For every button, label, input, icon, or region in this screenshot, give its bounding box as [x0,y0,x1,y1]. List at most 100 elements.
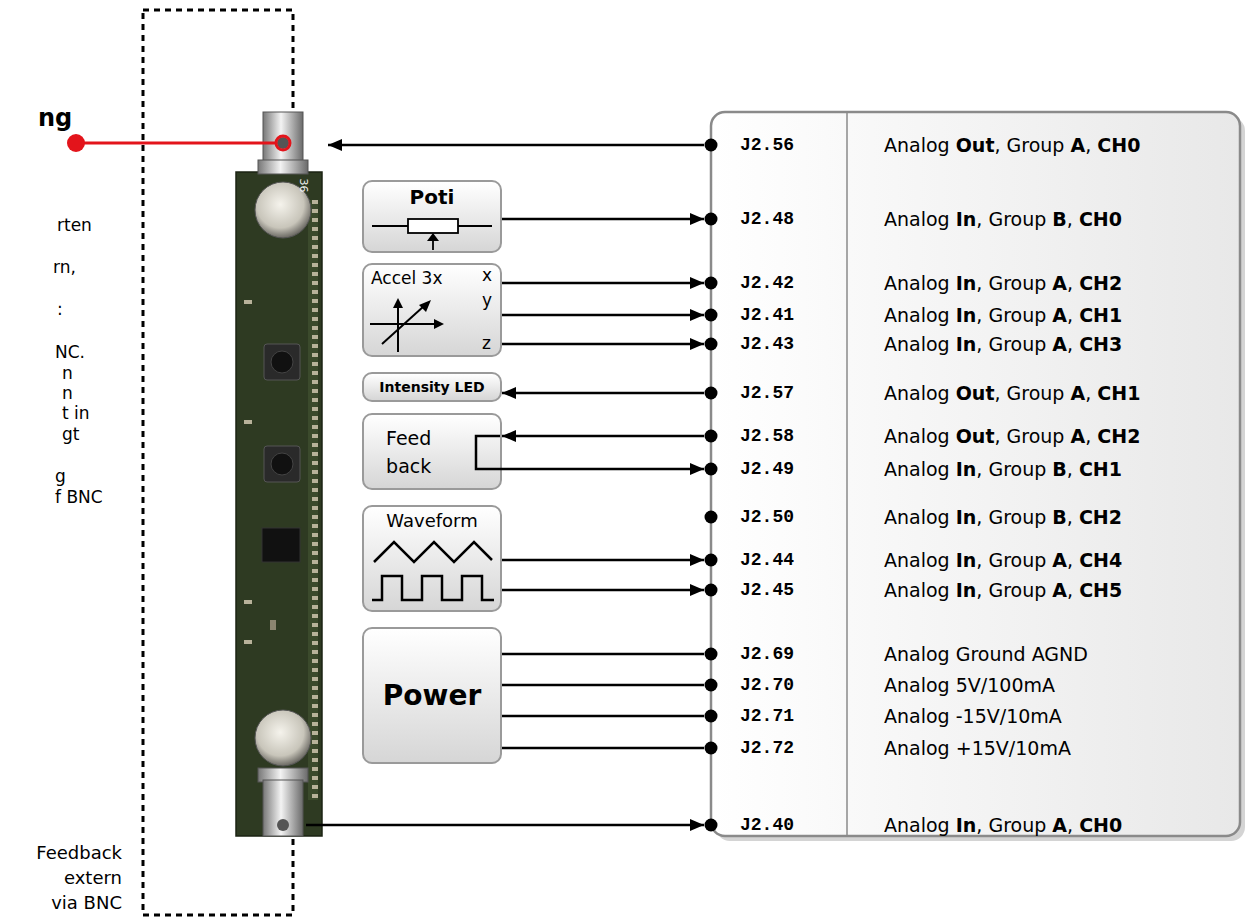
push-button [264,344,300,380]
signal-connector [502,343,704,346]
note-text: n [62,363,73,383]
text-slot: Analog -15V/10mA [884,702,1062,730]
text-part: Analog [884,814,950,836]
text-part: CH1 [1097,382,1140,404]
text-slot: Analog +15V/10mA [884,734,1071,762]
red-leader [76,142,277,145]
text-part: , [976,549,988,571]
text-part: CH5 [1079,579,1122,601]
pin-function: Analog In, Group A, CH1 [884,304,1122,326]
pin-dot [705,338,718,351]
pin-function: Analog In, Group B, CH2 [884,506,1122,528]
text-part: Analog [884,643,950,665]
text-part: Analog [884,579,950,601]
pin-dot [705,387,718,400]
text-part: A [1052,272,1067,294]
text-part [1064,425,1070,447]
text-part: , [1067,458,1079,480]
text-part: , [994,425,1006,447]
text-part: , [1067,814,1079,836]
component-label: Feed back [386,424,431,480]
pin-function: Analog In, Group A, CH3 [884,333,1122,355]
component-box: Intensity LED [362,372,502,402]
pin-number: J2.49 [740,459,794,479]
text-slot: Analog In, Group A, CH3 [884,330,1122,358]
text-slot: J2.71 [740,702,794,730]
text-part: , [976,814,988,836]
text-part: A [1070,134,1085,156]
text-part: , [976,458,988,480]
bnc-hole [277,137,289,149]
text-slot: Analog In, Group A, CH2 [884,269,1122,297]
text-part: In [956,814,977,836]
text-part: Out [956,425,995,447]
signal-connector [502,715,704,718]
pin-dot [705,213,718,226]
pin-dot [705,463,718,476]
text-part: A [1052,304,1067,326]
text-part [950,382,956,404]
component-label: Accel 3x [371,268,443,288]
signal-connector [502,314,704,317]
text-part: A [1052,579,1067,601]
smd-part [244,300,252,304]
header-strip [308,200,318,800]
text-part: Group [1007,134,1065,156]
pin-dot [705,554,718,567]
text-part: Analog [884,549,950,571]
pin-number: J2.43 [740,334,794,354]
text-slot: rn, [53,257,76,277]
text-slot: Analog In, Group B, CH2 [884,503,1122,531]
pin-number: J2.71 [740,706,794,726]
text-part [1046,272,1052,294]
pin-row: J2.72Analog +15V/10mA [711,734,1240,762]
text-part: , [994,134,1006,156]
note-text: gt [62,424,79,444]
pin-row: J2.71 Analog -15V/10mA [711,702,1240,730]
signal-connector [502,468,704,471]
text-slot: Intensity LED [364,374,500,400]
signal-connector [502,392,704,395]
pin-row: J2.50Analog In, Group B, CH2 [711,503,1240,531]
component-label: Intensity LED [379,379,484,395]
text-slot: Waveform [364,510,500,531]
text-part: Group [988,333,1046,355]
text-part: A [1070,382,1085,404]
text-slot: ng [38,104,72,132]
text-part: , [1085,425,1097,447]
button-cap [271,453,293,475]
text-part: CH0 [1079,208,1122,230]
pin-dot [705,819,718,832]
component-label: z [482,333,491,353]
text-slot: f BNC [55,487,103,507]
text-part: , [1085,382,1097,404]
text-slot: x [482,265,492,285]
text-part: Group [1007,382,1065,404]
pin-number: J2.48 [740,209,794,229]
text-part: Analog [884,705,950,727]
component-box: Power [362,627,502,764]
text-part: In [956,458,977,480]
text-slot: J2.58 [740,422,794,450]
pin-row: J2.70Analog 5V/100mA [711,671,1240,699]
note-text: : [57,299,63,319]
text-part: Group [988,458,1046,480]
text-part: 10mA [1015,737,1071,759]
pin-row: J2.69Analog Ground AGND [711,640,1240,668]
pin-number: J2.40 [740,815,794,835]
pin-number: J2.69 [740,644,794,664]
text-slot: NC. [55,342,85,362]
text-part: Group [1007,425,1065,447]
pin-number: J2.58 [740,426,794,446]
text-slot: g [55,466,66,486]
pin-function: Analog Out, Group A, CH0 [884,134,1140,156]
pin-function: Analog In, Group B, CH0 [884,208,1122,230]
text-part [1046,579,1052,601]
text-part [1026,643,1032,665]
text-slot: J2.69 [740,640,794,668]
text-part [950,814,956,836]
text-part [950,643,956,665]
text-part: CH1 [1079,458,1122,480]
text-part [950,458,956,480]
